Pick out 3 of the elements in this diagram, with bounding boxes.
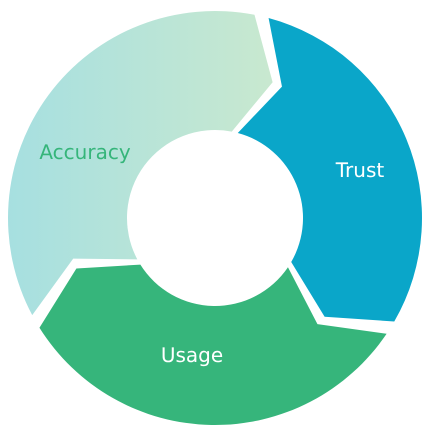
segment-label: Trust	[336, 158, 384, 182]
segment-label: Accuracy	[39, 140, 131, 164]
segment-label: Usage	[160, 343, 224, 367]
